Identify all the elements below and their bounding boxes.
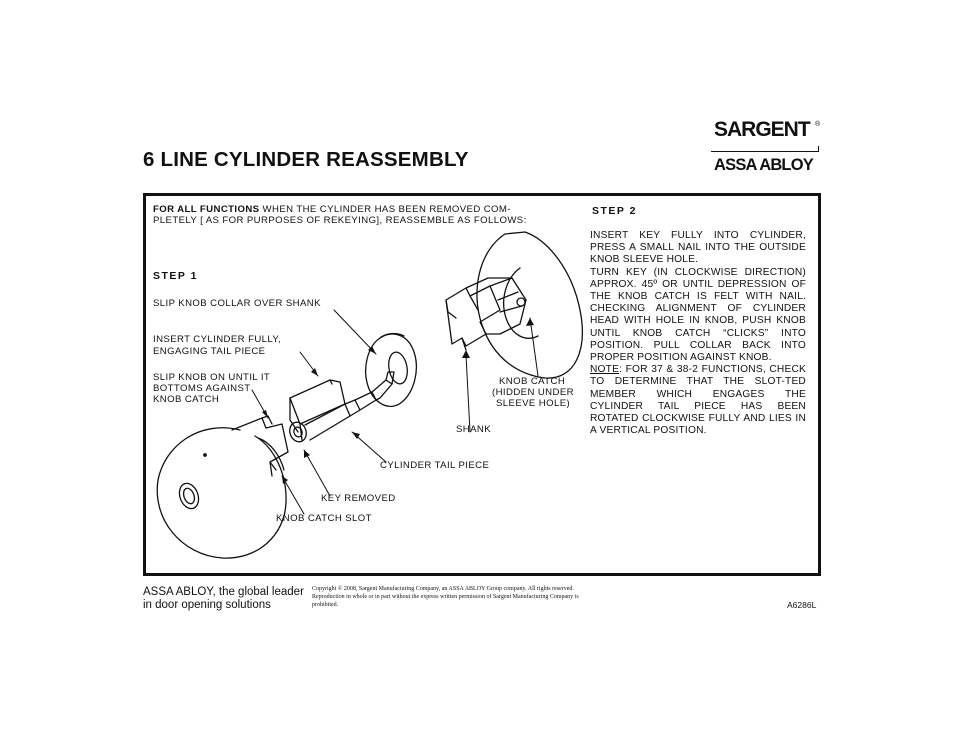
step-2-note: NOTE: FOR 37 & 38-2 FUNCTIONS, CHECK TO …: [590, 364, 806, 437]
label-slip-knob-1: SLIP KNOB ON UNTIL IT: [153, 372, 271, 383]
collar-drawing: [365, 332, 417, 407]
logo-divider-tick: [818, 146, 819, 152]
logo-sargent-text: SARGENT: [714, 118, 811, 141]
label-knob-catch-slot: KNOB CATCH SLOT: [276, 513, 372, 524]
registered-mark: ®: [815, 121, 821, 128]
step-2-instructions: INSERT KEY FULLY INTO CYLINDER, PRESS A …: [590, 230, 806, 437]
intro-line-2: PLETELY [ AS FOR PURPOSES OF REKEYING], …: [153, 215, 527, 226]
step-2-heading: STEP 2: [592, 205, 637, 217]
label-cylinder-tail-piece: CYLINDER TAIL PIECE: [380, 460, 490, 471]
step-2-paragraph-2: TURN KEY (IN CLOCKWISE DIRECTION) APPROX…: [590, 266, 806, 364]
logo-assa-abloy-text: ASSA ABLOY: [714, 156, 814, 174]
label-key-removed: KEY REMOVED: [321, 493, 396, 504]
intro-line-1: FOR ALL FUNCTIONS WHEN THE CYLINDER HAS …: [153, 204, 511, 216]
label-slip-knob-3: KNOB CATCH: [153, 394, 220, 405]
intro-bold-lead: FOR ALL FUNCTIONS: [153, 204, 260, 215]
note-text: : FOR 37 & 38-2 FUNCTIONS, CHECK TO DETE…: [590, 364, 806, 437]
document-code: A6286L: [787, 600, 817, 610]
footer-copyright: Copyright © 2008, Sargent Manufacturing …: [312, 586, 579, 608]
page-title: 6 LINE CYLINDER REASSEMBLY: [143, 148, 469, 171]
note-label: NOTE: [590, 364, 620, 376]
label-shank: SHANK: [456, 424, 492, 435]
label-slip-knob-2: BOTTOMS AGAINST: [153, 383, 251, 394]
footer-tagline-line-1: ASSA ABLOY, the global leader: [143, 586, 304, 598]
footer-tagline-line-2: in door opening solutions: [143, 599, 271, 611]
label-knob-catch-1: KNOB CATCH: [499, 376, 566, 387]
cylinder-drawing: [289, 371, 395, 443]
step-1-heading: STEP 1: [153, 270, 198, 282]
lock-body-drawing: [445, 231, 583, 379]
logo-divider: [711, 151, 819, 152]
instruction-panel: [143, 193, 821, 576]
intro-line-1-rest: WHEN THE CYLINDER HAS BEEN REMOVED COM-: [259, 204, 511, 215]
label-slip-collar: SLIP KNOB COLLAR OVER SHANK: [153, 298, 321, 309]
label-insert-cylinder-2: ENGAGING TAIL PIECE: [153, 346, 266, 357]
footer-tagline: ASSA ABLOY, the global leader in door op…: [143, 586, 304, 612]
label-insert-cylinder-1: INSERT CYLINDER FULLY,: [153, 334, 282, 345]
arrowheads: [262, 318, 534, 484]
label-knob-catch-3: SLEEVE HOLE): [496, 398, 571, 409]
step-2-paragraph-1: INSERT KEY FULLY INTO CYLINDER, PRESS A …: [590, 230, 806, 266]
knob-drawing: [156, 415, 289, 559]
label-knob-catch-2: (HIDDEN UNDER: [492, 387, 574, 398]
